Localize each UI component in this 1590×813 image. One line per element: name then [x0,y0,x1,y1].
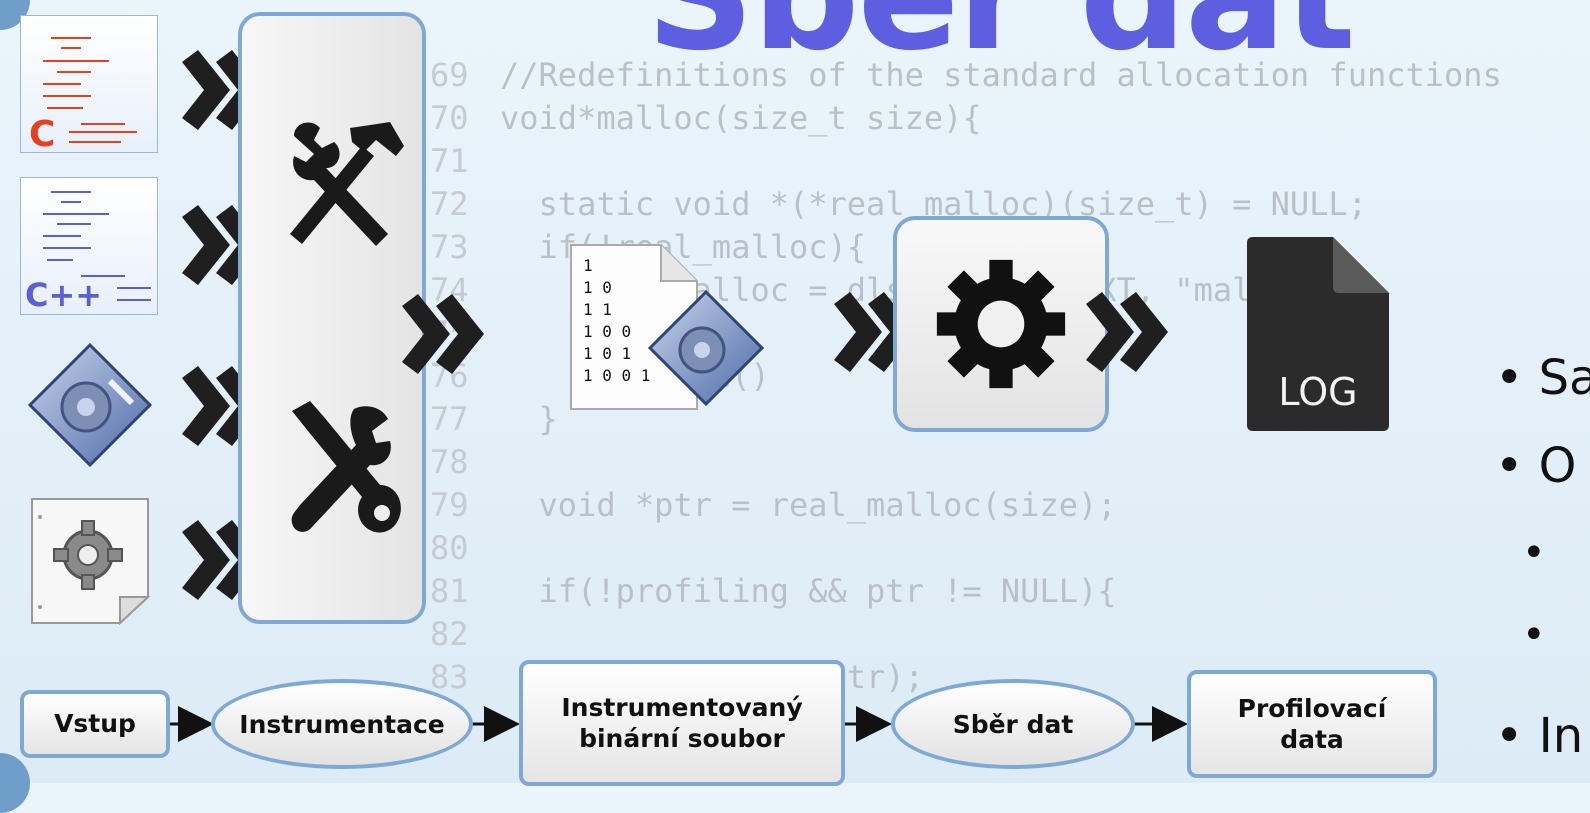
flow-node-label: Profilovací [1237,693,1387,723]
binary-digit-row: 1 0 0 [583,322,631,341]
code-line-number: 70 [430,99,469,137]
log-file-icon: LOG [1247,237,1389,435]
svg-text:LOG: LOG [1278,370,1357,414]
code-line-number: 78 [430,443,469,481]
code-line-number: 80 [430,529,469,567]
flow-node-label: data [1280,725,1344,754]
flow-node-label: Instrumentovaný [561,692,803,722]
flow-node-input: Vstup [20,690,170,758]
flow-node-profiling-data: Profilovací data [1187,670,1437,778]
binary-file-icon: 1 1 0 1 1 1 0 0 1 0 1 1 0 0 1 [569,243,699,417]
screwdriver-wrench-icon [284,401,404,545]
svg-text:C: C [29,114,55,152]
code-line-number: 81 [430,572,469,610]
bullet-item: • [1522,530,1546,576]
code-line-text: void *ptr = real_malloc(size); [500,486,1117,524]
instrumentation-tools-panel [238,12,426,624]
binary-digit-row: 1 1 [583,300,612,319]
binary-digit-row: 1 [583,256,593,275]
executable-diamond-icon [27,342,153,471]
data-collection-panel [893,216,1109,432]
chevron-right-icon [830,292,920,376]
gear-icon [933,254,1069,398]
code-line-number: 83 [430,658,469,696]
chevron-right-icon [1082,292,1172,376]
binary-digit-row: 1 0 0 1 [583,366,650,385]
code-line-text: if(!profiling && ptr != NULL){ [500,572,1117,610]
code-line-number: 72 [430,185,469,223]
bullet-item: • Sa [1495,350,1590,406]
code-line-number: 69 [430,56,469,94]
code-line-number: 79 [430,486,469,524]
code-line-number: 82 [430,615,469,653]
flow-node-label: Sběr dat [952,709,1074,739]
code-line-number: 77 [430,400,469,438]
hammer-wrench-icon [278,116,408,260]
flow-arrows [168,706,1188,742]
binary-digit-row: 1 0 [583,278,612,297]
cpp-source-file-icon: C++ [20,177,158,315]
code-line-number: 73 [430,228,469,266]
executable-diamond-icon [647,289,765,410]
svg-text:C++: C++ [25,276,102,314]
flow-node-instrumented-binary: Instrumentovaný binární soubor [519,660,845,786]
bullet-item: • In [1495,708,1584,764]
code-line-text: void*malloc(size_t size){ [500,99,982,137]
flow-node-label: Instrumentace [239,709,445,739]
code-line-number: 71 [430,142,469,180]
code-line-text: //Redefinitions of the standard allocati… [500,56,1502,94]
flow-node-label: binární soubor [579,724,785,753]
slide-title: Sběr dat [640,0,1360,72]
bullet-item: • [1522,612,1546,658]
c-source-file-icon: C [20,15,158,155]
code-line-text: static void *(*real_malloc)(size_t) = NU… [500,185,1367,223]
chevron-right-icon [398,294,488,378]
flow-node-label: Vstup [54,709,136,739]
config-file-icon [30,497,151,629]
code-line-text: } [500,400,558,438]
binary-digit-row: 1 0 1 [583,344,631,363]
flow-node-instrumentation: Instrumentace [211,679,473,769]
bullet-item: • O [1495,438,1577,494]
flow-node-data-collection: Sběr dat [891,679,1135,769]
